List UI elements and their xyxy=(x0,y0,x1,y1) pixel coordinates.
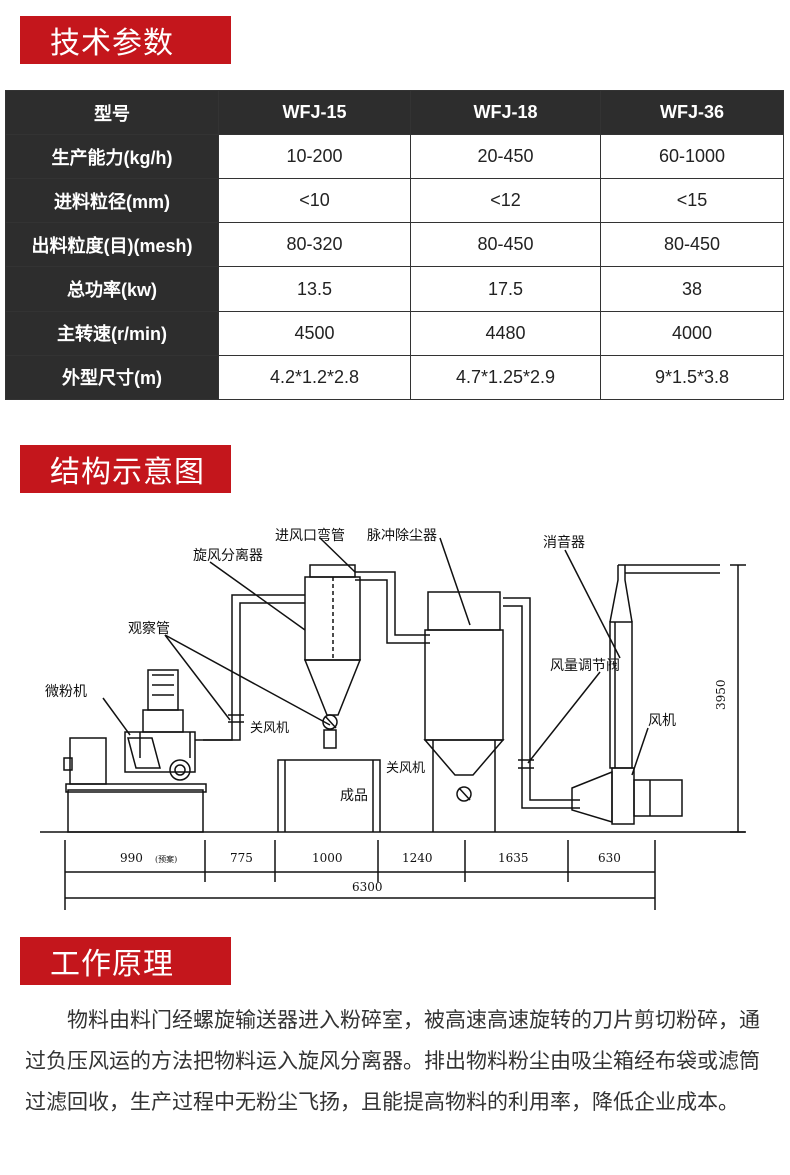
table-row: 生产能力(kg/h) 10-200 20-450 60-1000 xyxy=(5,133,784,180)
table-cell: 4000 xyxy=(600,310,784,356)
label-inlet-elbow: 进风口弯管 xyxy=(275,527,345,544)
table-cell: 80-450 xyxy=(600,222,784,268)
table-cell: 80-320 xyxy=(218,222,411,268)
table-row: 出料粒度(目)(mesh) 80-320 80-450 80-450 xyxy=(5,222,784,268)
dim-990: 990 xyxy=(120,851,143,865)
table-row: 总功率(kw) 13.5 17.5 38 xyxy=(5,266,784,312)
dim-1000: 1000 xyxy=(312,851,343,865)
dim-990-note: (预案) xyxy=(155,854,177,864)
label-micro-mill: 微粉机 xyxy=(45,684,87,700)
row-label: 生产能力(kg/h) xyxy=(5,133,219,180)
dim-1240: 1240 xyxy=(402,851,433,865)
pulse-dust-collector xyxy=(423,591,505,832)
table-cell: <15 xyxy=(600,178,784,224)
label-silencer: 消音器 xyxy=(543,534,585,551)
table-cell: 4.2*1.2*2.8 xyxy=(218,354,411,401)
structure-diagram: 进风口弯管 脉冲除尘器 消音器 旋风分离器 观察管 微粉机 关风机 关风机 成品… xyxy=(40,527,746,910)
table-cell: 10-200 xyxy=(218,133,411,180)
section-title-specs: 技术参数 xyxy=(20,16,231,64)
section-title-principle: 工作原理 xyxy=(20,937,231,985)
dim-775: 775 xyxy=(230,851,253,865)
dim-630: 630 xyxy=(598,851,621,865)
table-cell: 80-450 xyxy=(410,222,601,268)
dim-height: 3950 xyxy=(714,679,728,710)
table-cell: 13.5 xyxy=(218,266,411,312)
label-pulse-collector: 脉冲除尘器 xyxy=(367,528,437,544)
row-label: 进料粒径(mm) xyxy=(5,178,219,224)
dim-total: 6300 xyxy=(352,880,383,894)
header-model: 型号 xyxy=(5,90,219,135)
fan-unit xyxy=(571,767,683,825)
table-cell: 4500 xyxy=(218,310,411,356)
label-air-valve: 风量调节阀 xyxy=(550,658,620,674)
principle-text: 物料由料门经螺旋输送器进入粉碎室，被高速高速旋转的刀片剪切粉碎，通过负压风运的方… xyxy=(25,1008,760,1114)
table-row: 进料粒径(mm) <10 <12 <15 xyxy=(5,178,784,224)
label-air-lock-1: 关风机 xyxy=(250,721,289,736)
row-label: 出料粒度(目)(mesh) xyxy=(5,222,219,268)
table-cell: 38 xyxy=(600,266,784,312)
micro-mill-unit xyxy=(63,669,207,833)
label-product: 成品 xyxy=(340,788,368,804)
label-cyclone: 旋风分离器 xyxy=(193,547,263,564)
header-wfj36: WFJ-36 xyxy=(600,90,784,135)
table-cell: 17.5 xyxy=(410,266,601,312)
table-cell: <10 xyxy=(218,178,411,224)
row-label: 总功率(kw) xyxy=(5,266,219,312)
table-cell: 60-1000 xyxy=(600,133,784,180)
cyclone-separator xyxy=(303,564,362,749)
table-row: 外型尺寸(m) 4.2*1.2*2.8 4.7*1.25*2.9 9*1.5*3… xyxy=(5,354,784,401)
table-header-row: 型号 WFJ-15 WFJ-18 WFJ-36 xyxy=(5,90,784,135)
header-wfj15: WFJ-15 xyxy=(218,90,411,135)
row-label: 主转速(r/min) xyxy=(5,310,219,356)
label-air-lock-2: 关风机 xyxy=(386,761,425,776)
table-cell: 4.7*1.25*2.9 xyxy=(410,354,601,401)
row-label: 外型尺寸(m) xyxy=(5,354,219,401)
dim-1635: 1635 xyxy=(498,851,529,865)
table-cell: 4480 xyxy=(410,310,601,356)
silencer xyxy=(609,564,720,769)
table-cell: <12 xyxy=(410,178,601,224)
table-cell: 20-450 xyxy=(410,133,601,180)
table-cell: 9*1.5*3.8 xyxy=(600,354,784,401)
section-title-structure: 结构示意图 xyxy=(20,445,231,493)
label-fan: 风机 xyxy=(648,713,676,729)
table-row: 主转速(r/min) 4500 4480 4000 xyxy=(5,310,784,356)
label-observation-tube: 观察管 xyxy=(128,620,170,637)
header-wfj18: WFJ-18 xyxy=(410,90,601,135)
spec-table: 型号 WFJ-15 WFJ-18 WFJ-36 生产能力(kg/h) 10-20… xyxy=(5,90,784,401)
